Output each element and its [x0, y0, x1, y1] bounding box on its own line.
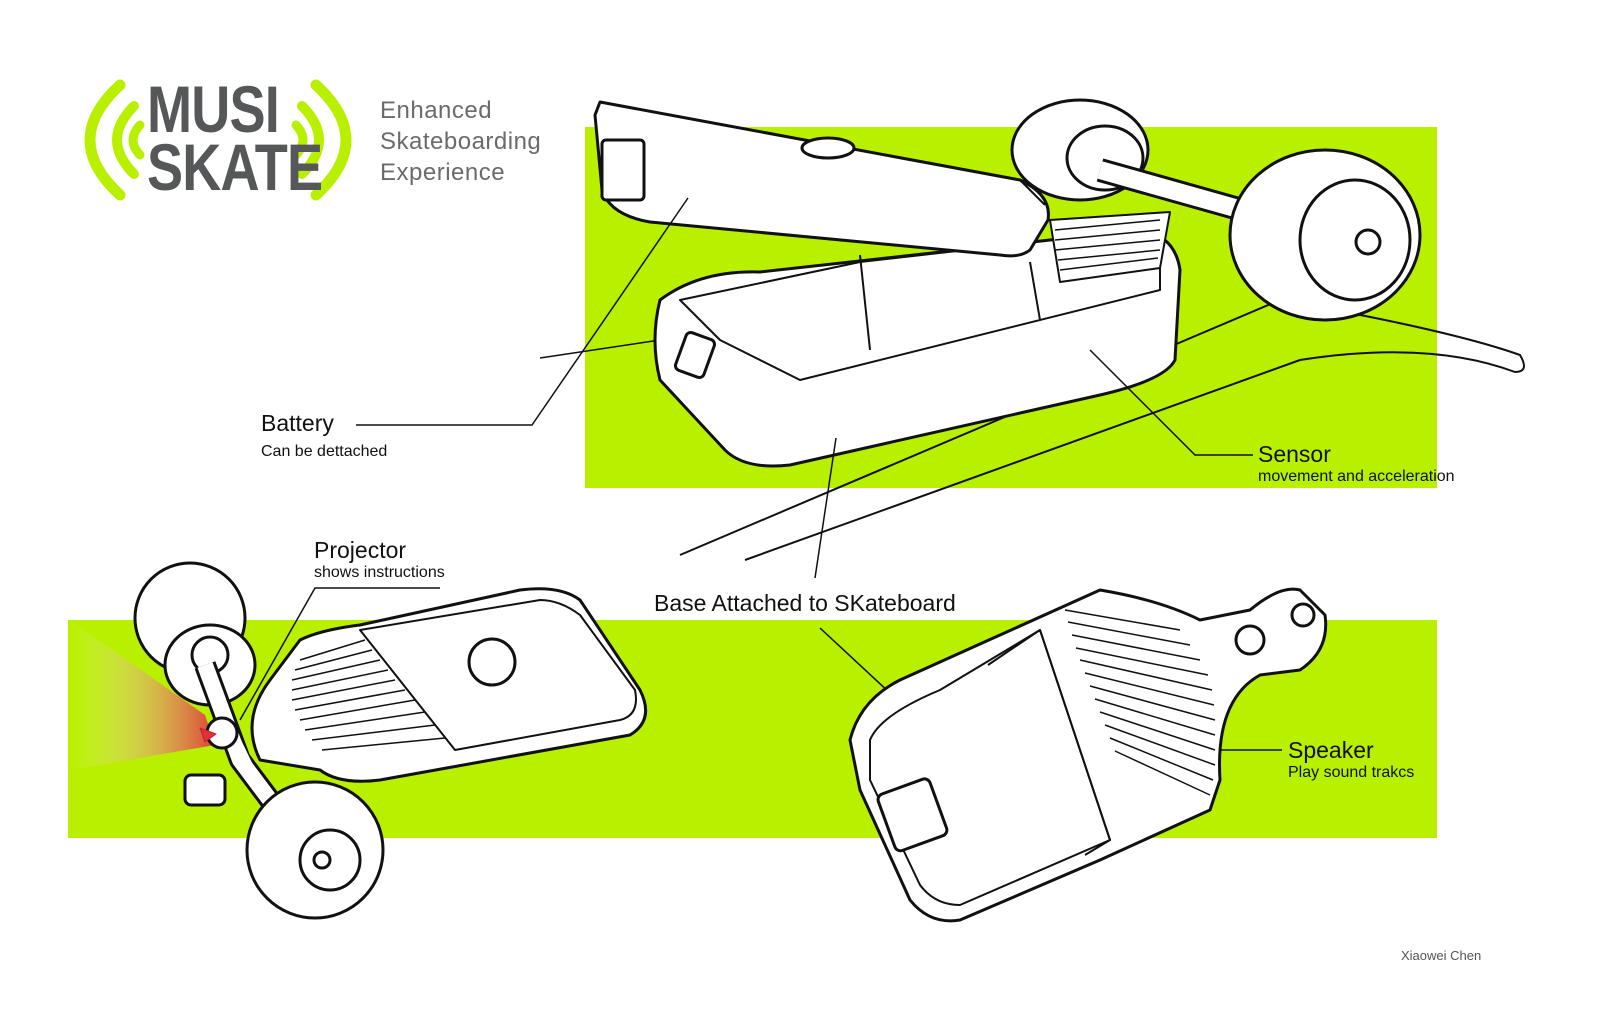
logo-line-1: MUSI: [147, 72, 280, 146]
tagline-line: Enhanced: [380, 97, 493, 124]
callout-sensor: Sensor movement and acceleration: [1258, 441, 1455, 486]
author-credit: Xiaowei Chen: [1401, 948, 1482, 963]
callout-title: Speaker: [1288, 737, 1374, 763]
logo-sound-waves-icon: [84, 79, 352, 201]
logo-line-2: SKATE: [147, 130, 323, 204]
bottom-right-board-sketch: [848, 587, 1328, 923]
callout-title: Projector: [314, 537, 407, 563]
callout-projector: Projector shows instructions: [314, 537, 445, 582]
bottom-left-board-sketch: [70, 561, 648, 920]
logo: MUSI SKATE: [147, 72, 361, 204]
callout-subtitle: movement and acceleration: [1258, 468, 1455, 485]
top-assembly-sketch: [539, 98, 1525, 561]
callout-subtitle: Can be dettached: [261, 443, 388, 460]
callout-leader-lines: [239, 197, 1282, 761]
tagline-line: Experience: [380, 159, 506, 186]
callout-title: Sensor: [1258, 441, 1331, 467]
callout-subtitle: Play sound trakcs: [1288, 764, 1415, 781]
tagline-line: Skateboarding: [380, 128, 542, 155]
tagline: Enhanced Skateboarding Experience: [380, 95, 541, 188]
callout-battery: Battery Can be dettached: [261, 410, 387, 461]
callout-title: Battery: [261, 410, 334, 436]
callout-subtitle: shows instructions: [314, 564, 445, 581]
callout-base: Base Attached to SKateboard: [654, 590, 956, 616]
callout-speaker: Speaker Play sound trakcs: [1288, 737, 1414, 782]
